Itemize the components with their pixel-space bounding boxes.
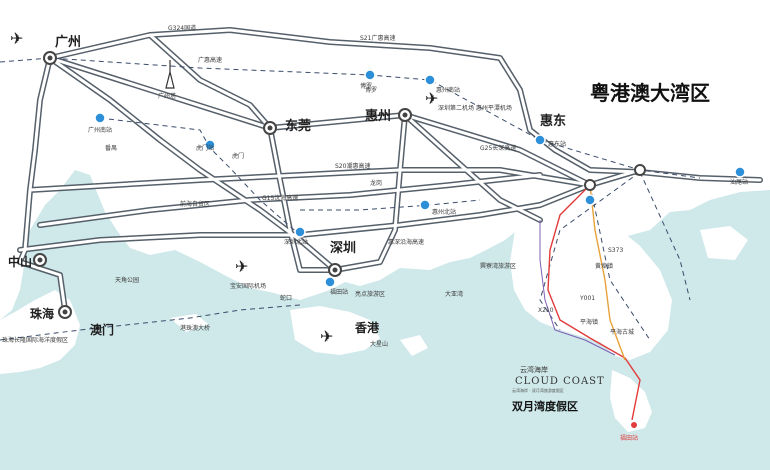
place-label: 前海自贸区 [180, 200, 210, 208]
road-label: S373 [608, 247, 623, 254]
road-label: G25长深高速 [480, 144, 516, 152]
station-labels: 广州南站 虎门站 惠州南站 博罗 惠东站 深圳北站 福田站 惠州北站 汕尾站 [88, 82, 748, 296]
road-label: S20潮惠高速 [335, 162, 370, 170]
road-labels: G324国道 S21广惠高速 广惠高速 S20潮惠高速 G15沈海高速 G25长… [168, 24, 623, 314]
station-markers [94, 69, 746, 288]
city-label-aomen: 澳门 [90, 322, 114, 337]
road-label: G15沈海高速 [262, 194, 298, 202]
station-label: 福田站 [330, 288, 348, 296]
shanwei-node [634, 164, 646, 176]
airplane-icon: ✈ [320, 327, 333, 346]
road-label: 惠深沿海高速 [388, 238, 424, 246]
small-island-1 [400, 335, 428, 356]
airplane-icon: ✈ [425, 89, 438, 108]
project-brand-cn: 云湾海岸 [520, 365, 548, 374]
city-label-guangzhou: 广州 [55, 34, 81, 50]
project-terminal-label: 福田站 [620, 434, 638, 442]
airplane-icon: ✈ [235, 257, 248, 276]
place-label: 天角公园 [115, 276, 139, 284]
project-area-label: 双月湾度假区 [512, 399, 578, 413]
project-brand-en: CLOUD COAST [515, 376, 605, 387]
place-label: 平海镇 [580, 318, 598, 326]
city-label-huizhou: 惠州 [365, 108, 391, 124]
station-label: 惠州南站 [436, 86, 460, 94]
place-label: 龙岗 [370, 179, 382, 187]
station-label: 汕尾站 [730, 178, 748, 186]
project-logo: 云湾海岸 CLOUD COAST 云湾海岸 · 双月湾旅游度假区 双月湾度假区 [512, 365, 605, 413]
hongkong-land [290, 306, 380, 355]
station-label: 广州南站 [88, 126, 112, 134]
road-label: S21广惠高速 [360, 34, 395, 42]
city-labels: 广州 东莞 惠州 惠东 深圳 中山 珠海 澳门 香港 [8, 34, 566, 337]
road-network [17, 27, 763, 313]
road-label: G324国道 [168, 24, 196, 32]
road-label: X210 [538, 307, 554, 314]
orange-route [589, 184, 626, 361]
place-label: 蛇口 [280, 294, 292, 302]
place-labels: 广州塔 番禺 博罗 虎门 龙岗 大亚湾 巽寮湾旅游区 平海镇 平海古城 大星山 … [2, 86, 634, 348]
city-label-huidong: 惠东 [540, 113, 566, 129]
station-label: 惠东站 [548, 140, 566, 148]
airport-label: 深圳第二机场 惠州平潭机场 [438, 104, 512, 112]
huidong-node [584, 179, 596, 191]
southern-island [610, 370, 652, 432]
station-label: 惠州北站 [432, 208, 456, 216]
place-label: 广州塔 [158, 92, 176, 100]
red-route [547, 184, 641, 421]
project-marker: 福田站 [620, 422, 638, 442]
city-label-zhuhai: 珠海 [30, 306, 54, 321]
mainland [0, 0, 770, 320]
city-label-shenzhen: 深圳 [330, 240, 356, 256]
road-label: Y001 [579, 295, 595, 302]
city-label-dongguan: 东莞 [285, 118, 311, 134]
station-label: 深圳北站 [284, 238, 308, 246]
place-label: 珠海长隆国际海洋度假区 [2, 336, 68, 344]
purple-route [539, 220, 616, 356]
road-label: 广惠高速 [198, 56, 222, 64]
station-label: 虎门站 [196, 144, 214, 152]
city-nodes [33, 51, 646, 319]
region-title: 粤港澳大湾区 [590, 81, 710, 105]
place-label: 虎门 [232, 152, 244, 160]
project-brand-sub: 云湾海岸 · 双月湾旅游度假区 [512, 387, 564, 393]
place-label: 大亚湾 [445, 290, 463, 298]
place-label: 亮点旅游区 [355, 290, 385, 298]
city-label-xianggang: 香港 [354, 320, 380, 335]
place-label: 番禺 [105, 145, 117, 152]
city-label-zhongshan: 中山 [8, 254, 32, 269]
place-label: 黄埠镇 [595, 262, 613, 270]
small-island-3 [170, 314, 208, 332]
place-label: 港珠澳大桥 [180, 324, 210, 332]
place-label: 博罗 [365, 86, 377, 94]
place-label: 平海古城 [610, 328, 634, 336]
station-label: 博罗 [360, 82, 372, 90]
rail-lines [0, 57, 701, 341]
place-label: 巽寮湾旅游区 [480, 262, 516, 270]
place-label: 宝安国际机场 [230, 282, 266, 290]
place-label: 大星山 [370, 340, 388, 348]
airport-icons: ✈ ✈ ✈ ✈ [10, 29, 438, 346]
guangzhou-tower-icon [165, 60, 175, 89]
small-island-2 [700, 226, 748, 260]
airplane-icon: ✈ [10, 29, 23, 48]
